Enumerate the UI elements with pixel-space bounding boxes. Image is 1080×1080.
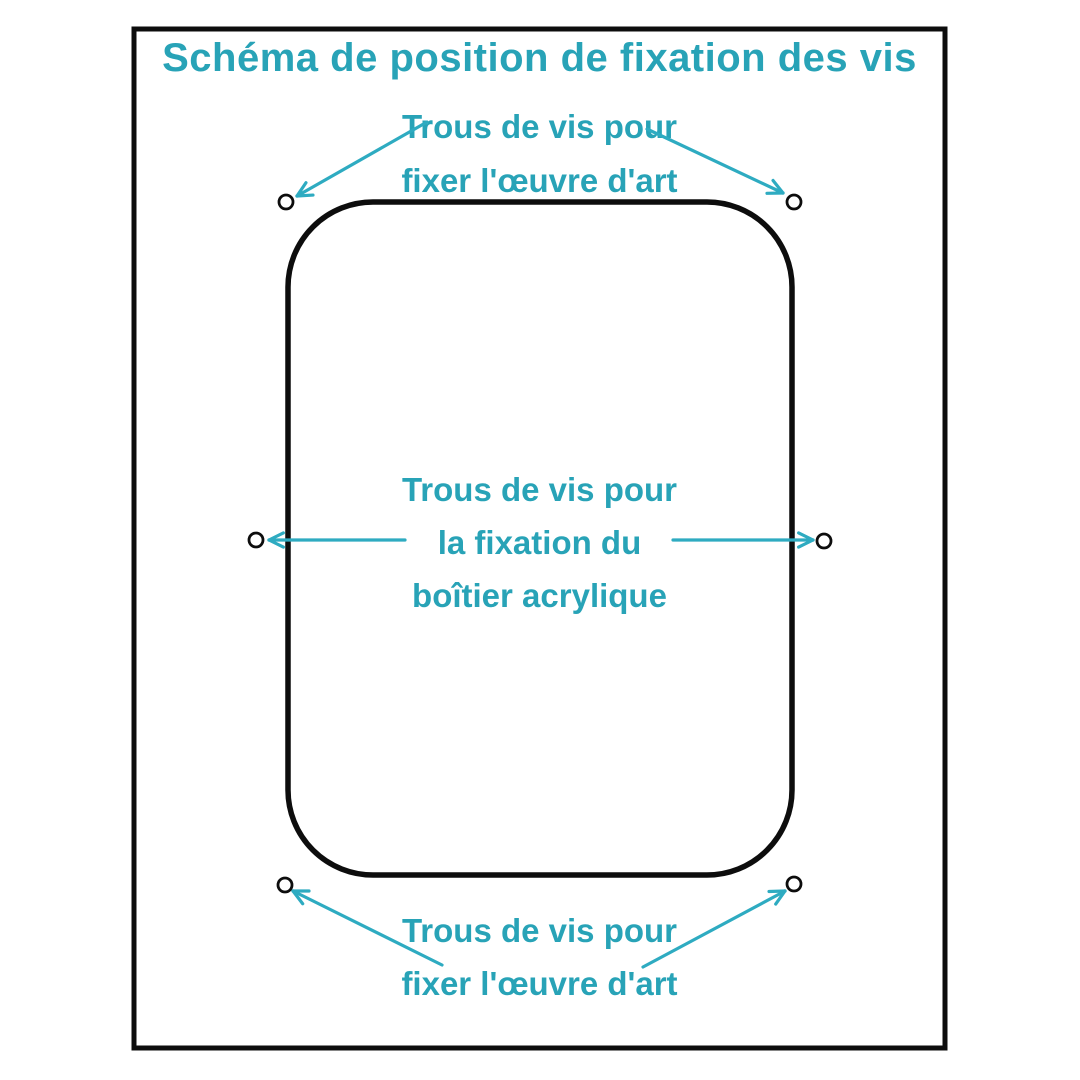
label-middle-acrylic-case-screw-holes: Trous de vis pour la fixation du boîtier…	[132, 463, 947, 622]
callout-arrow-line	[767, 889, 787, 894]
callout-arrow-line	[774, 889, 787, 906]
label-line: la fixation du	[437, 524, 642, 561]
label-line: Trous de vis pour	[401, 912, 678, 949]
screw-hole	[276, 876, 294, 894]
label-line: boîtier acrylique	[412, 577, 667, 614]
label-line: fixer l'œuvre d'art	[401, 965, 678, 1002]
screw-hole	[785, 875, 803, 893]
label-bottom-artwork-screw-holes: Trous de vis pour fixer l'œuvre d'art	[132, 904, 947, 1010]
label-top-artwork-screw-holes: Trous de vis pour fixer l'œuvre d'art	[132, 100, 947, 208]
diagram-title: Schéma de position de fixation des vis	[162, 36, 917, 80]
label-line: Trous de vis pour	[401, 108, 678, 145]
callout-arrow-line	[291, 889, 305, 906]
label-line: Trous de vis pour	[401, 471, 678, 508]
label-line: fixer l'œuvre d'art	[401, 162, 678, 199]
